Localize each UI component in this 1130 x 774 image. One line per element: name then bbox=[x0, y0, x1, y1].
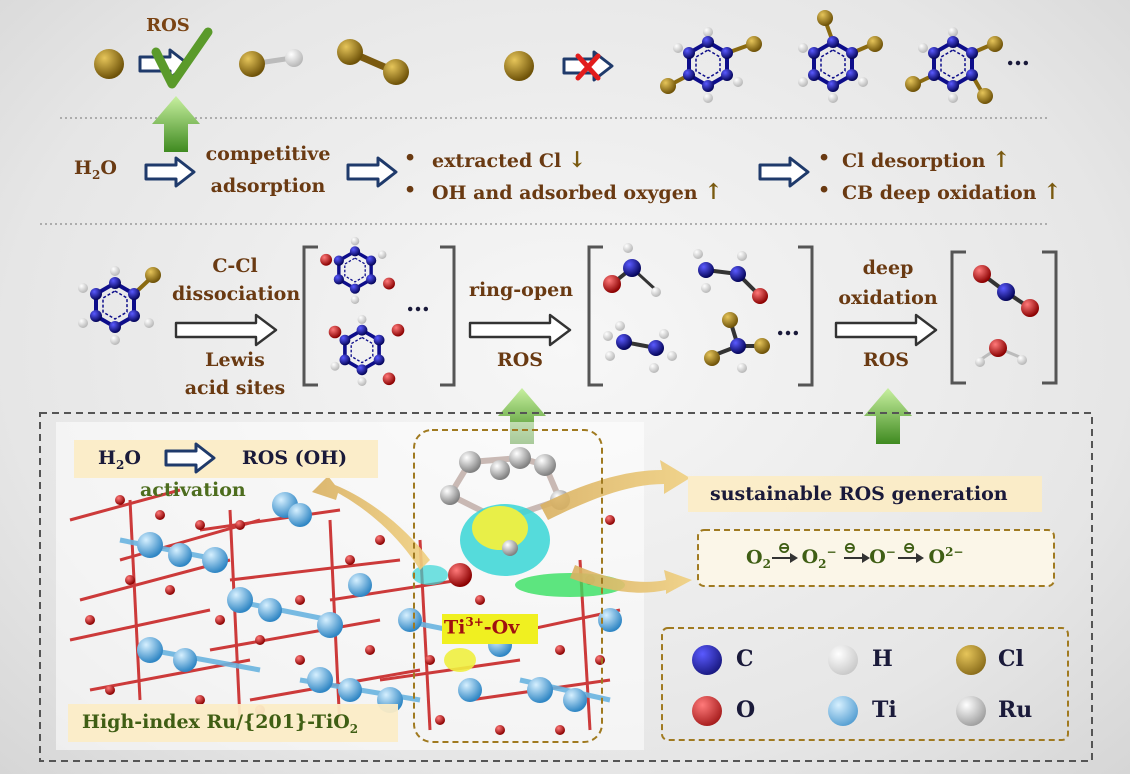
acid-sites-label: acid sites bbox=[184, 377, 286, 399]
catalyst-label: High-index Ru/{201}-TiO2 bbox=[82, 711, 359, 736]
dissociation-label: dissociation bbox=[172, 283, 301, 305]
c-cl-label: C-Cl bbox=[212, 255, 258, 277]
bullet-3: • bbox=[818, 147, 831, 169]
ellipsis-row3-b: … bbox=[776, 312, 800, 341]
ellipsis-row3-a: … bbox=[406, 288, 430, 317]
up-arrow-icon: ↑ bbox=[992, 147, 1011, 173]
titanium-atom-icon bbox=[828, 696, 858, 726]
sustainable-ros-label: sustainable ROS generation bbox=[710, 483, 1008, 505]
ellipsis-row1: … bbox=[1006, 42, 1030, 71]
oxygen-atom-icon bbox=[692, 696, 722, 726]
ti-ov-label: Ti3+-Ov bbox=[444, 615, 520, 639]
activation-label: activation bbox=[140, 479, 246, 501]
crystal-structure bbox=[69, 447, 625, 735]
cl-desorption-label: Cl desorption ↑ bbox=[842, 147, 1011, 173]
down-arrow-icon: ↓ bbox=[567, 147, 587, 173]
ruthenium-atom-icon bbox=[956, 696, 986, 726]
oh-oxygen-label: OH and adsorbed oxygen ↑ bbox=[432, 179, 723, 205]
electron-chain: O2 ⊖ O2− ⊖ O− ⊖ O2− bbox=[746, 538, 964, 572]
ring-open-label: ring-open bbox=[468, 279, 574, 301]
cb-deep-oxidation-label: CB deep oxidation ↑ bbox=[842, 179, 1062, 205]
deep-label: deep bbox=[862, 257, 914, 279]
ros-mid-label: ROS bbox=[496, 349, 544, 371]
oxidation-label: oxidation bbox=[838, 287, 938, 309]
lewis-label: Lewis bbox=[205, 349, 265, 371]
ros-label-top: ROS bbox=[146, 15, 190, 36]
activation-water-label: H2O bbox=[98, 447, 141, 472]
bullet-2: • bbox=[404, 179, 417, 201]
up-arrow-icon: ↑ bbox=[1043, 179, 1062, 205]
adsorption-label: adsorption bbox=[210, 175, 326, 197]
extracted-cl-label: extracted Cl ↓ bbox=[432, 147, 587, 173]
competitive-label: competitive bbox=[205, 143, 331, 165]
ros-right-label: ROS bbox=[862, 349, 910, 371]
hydrogen-atom-icon bbox=[828, 645, 858, 675]
up-arrow-icon: ↑ bbox=[704, 179, 723, 205]
bullet-1: • bbox=[404, 147, 417, 169]
ros-oh-label: ROS (OH) bbox=[242, 447, 348, 469]
carbon-atom-icon bbox=[692, 645, 722, 675]
chlorine-atom-icon bbox=[956, 645, 986, 675]
bullet-4: • bbox=[818, 179, 831, 201]
water-label: H2O bbox=[74, 157, 117, 182]
